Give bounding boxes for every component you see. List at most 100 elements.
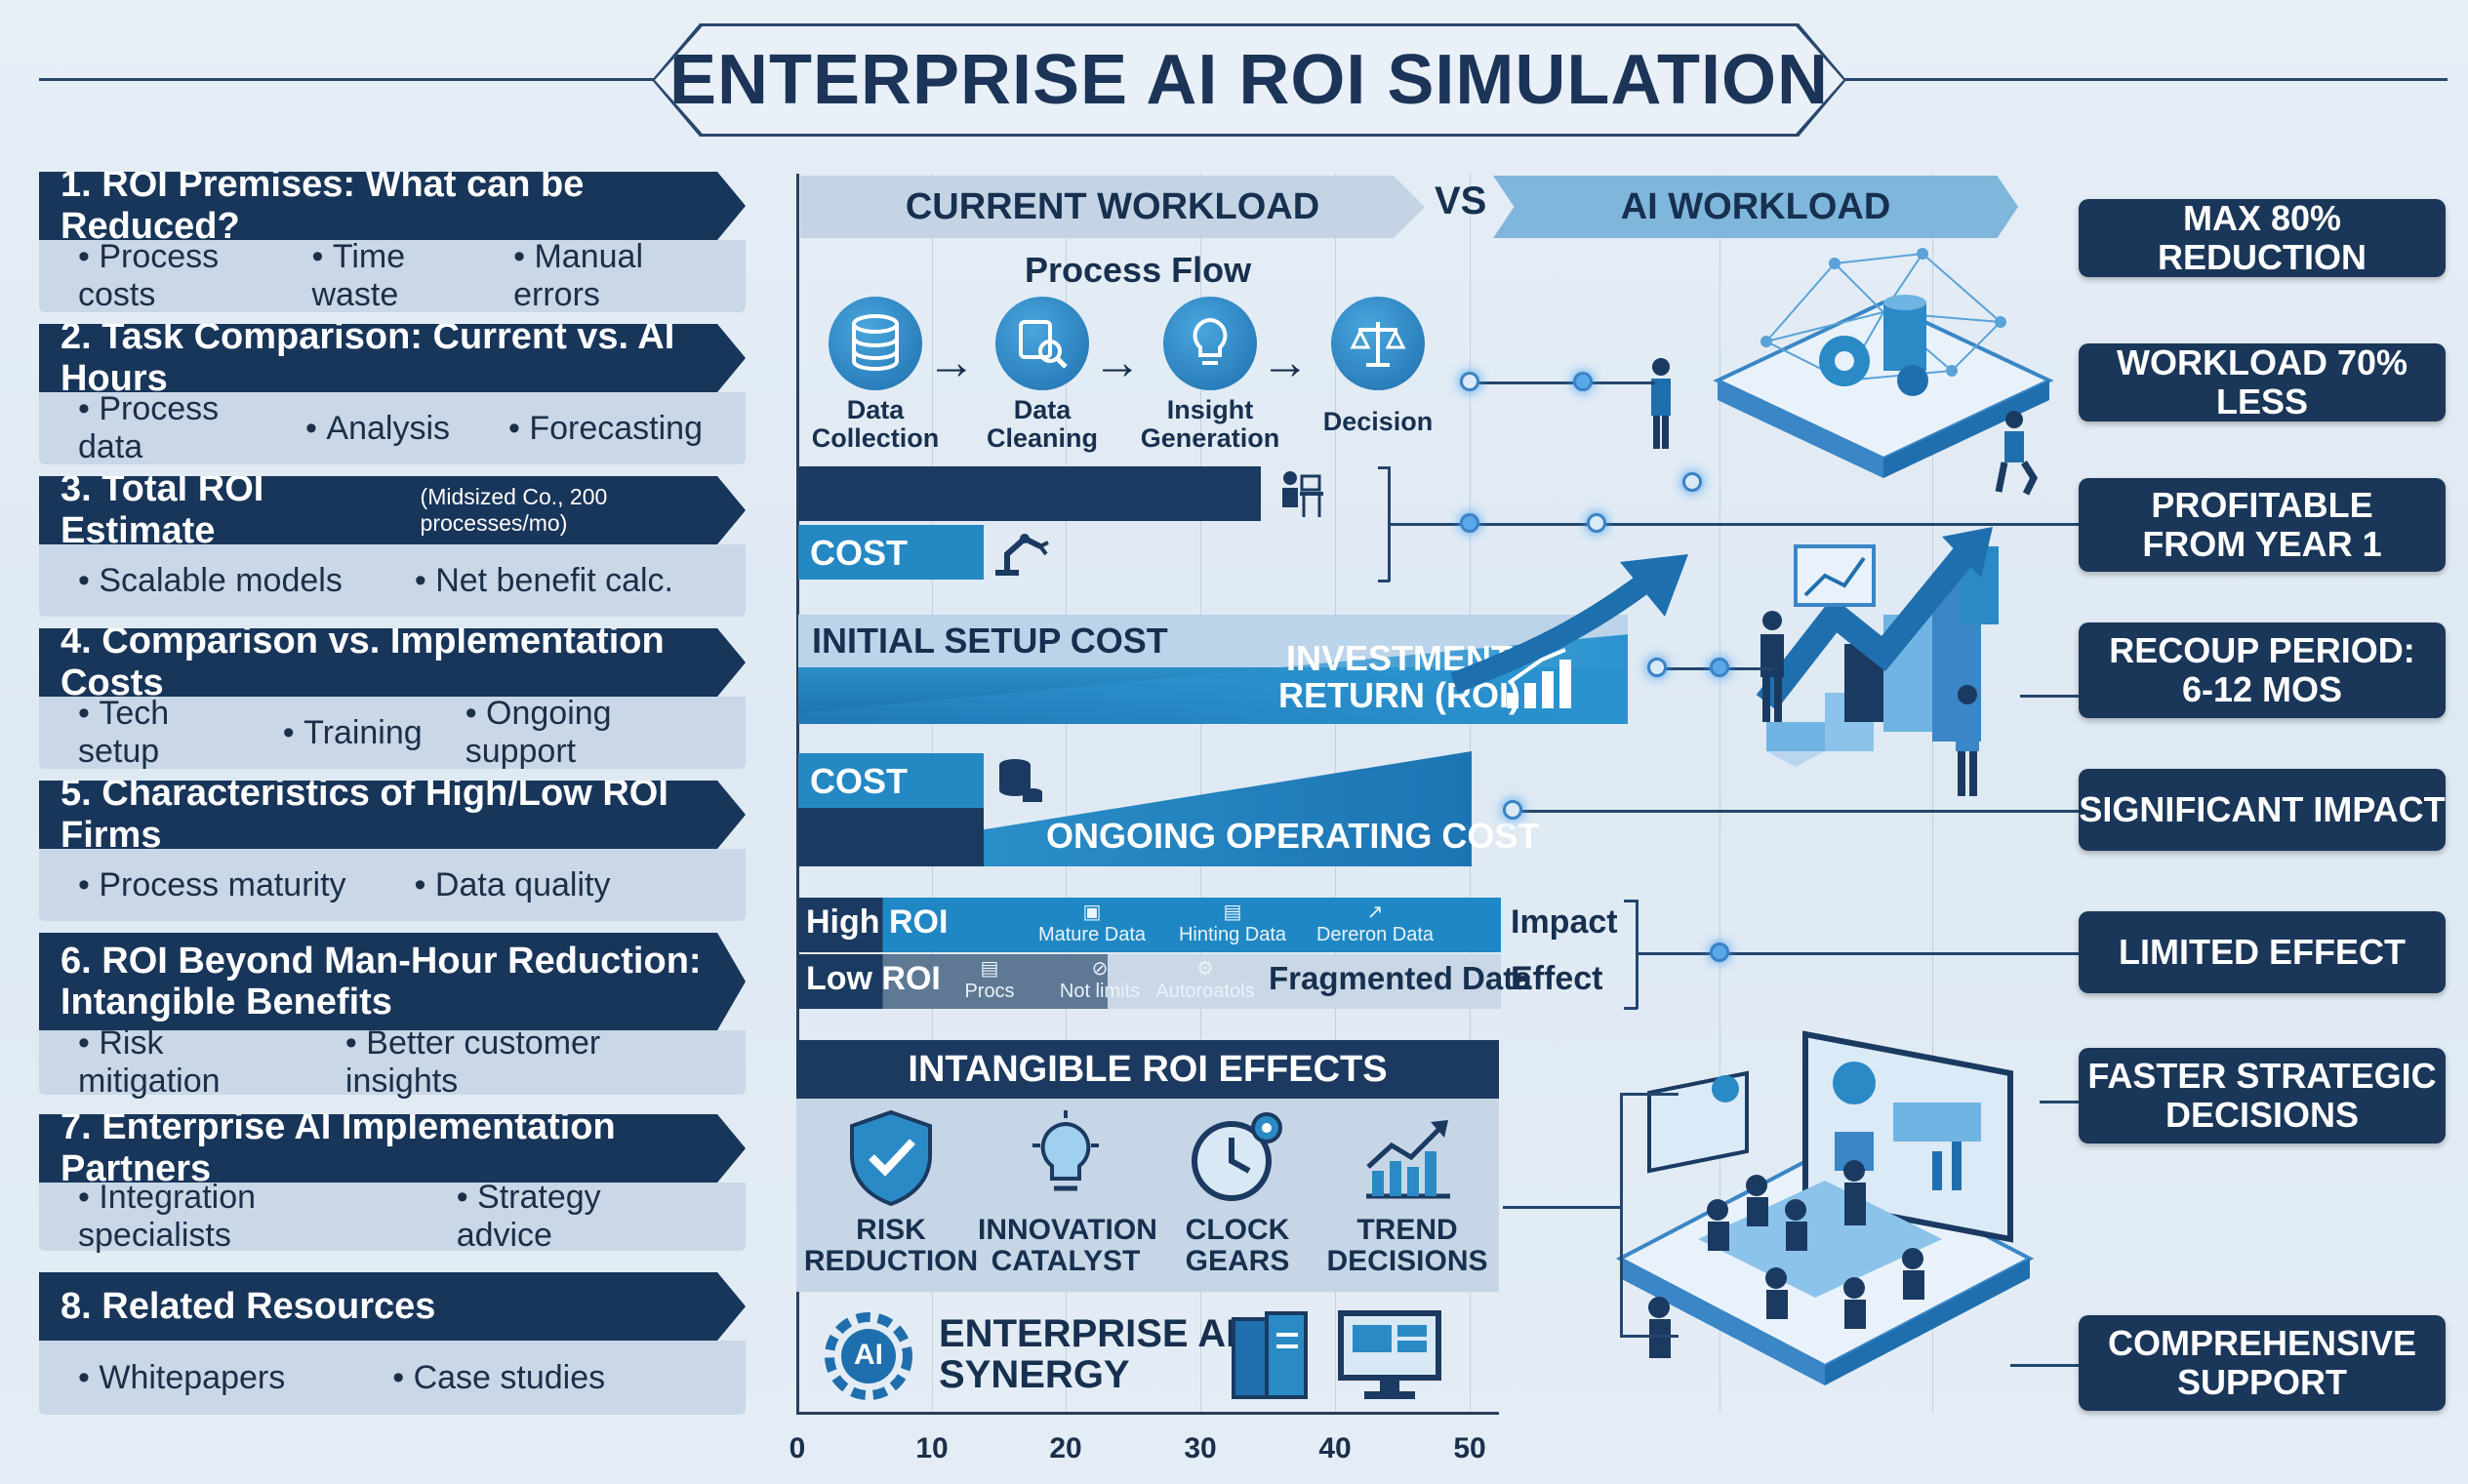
connector-dot — [1682, 472, 1702, 492]
flow-step-decision: Decision — [1290, 297, 1466, 436]
x-tick-label: 50 — [1453, 1432, 1486, 1464]
ai-workload-header: AI WORKLOAD — [1493, 176, 2018, 238]
pill-recoup-period: RECOUP PERIOD:6-12 MOS — [2079, 622, 2446, 718]
shield-check-icon — [803, 1108, 979, 1211]
ongoing-cost-bar-blue — [798, 753, 984, 808]
bracket-line — [1624, 900, 1638, 902]
connector-dot — [1587, 513, 1606, 533]
lightbulb-icon — [978, 1108, 1153, 1211]
section-heading: 6. ROI Beyond Man-Hour Reduction:Intangi… — [39, 933, 746, 1030]
gear-icon: ⚙ — [1196, 958, 1214, 980]
connector-line — [1620, 1093, 1679, 1096]
title-banner: ENTERPRISE AI ROI SIMULATION — [652, 23, 1846, 137]
section-implementation-partners: 7. Enterprise AI Implementation Partners… — [39, 1114, 746, 1254]
ai-chip-icon: AI — [820, 1307, 917, 1405]
list-item: Forecasting — [508, 410, 703, 448]
section-note: (Midsized Co., 200 processes/mo) — [420, 484, 608, 536]
section-heading: 4. Comparison vs. Implementation Costs — [39, 628, 746, 697]
flow-arrow-icon: → — [1261, 335, 1310, 389]
list-item: Scalable models — [78, 562, 342, 600]
section-roi-premises: 1. ROI Premises: What can be Reduced? Pr… — [39, 172, 746, 313]
procs-item: ▤Procs — [941, 956, 1038, 1003]
lightbulb-icon — [1163, 297, 1257, 390]
section-heading: 8. Related Resources — [39, 1272, 746, 1341]
ongoing-operating-cost-label: ONGOING OPERATING COST — [1046, 816, 1540, 856]
low-roi-label: Low ROI — [806, 960, 941, 997]
section-items: Risk mitigation Better customer insights — [39, 1024, 746, 1100]
section-high-low-roi: 5. Characteristics of High/Low ROI Firms… — [39, 781, 746, 921]
list-item: Integration specialists — [78, 1179, 414, 1255]
database-icon: ▣ — [1082, 902, 1102, 923]
growth-arrow-icon — [1444, 546, 1698, 698]
connector-line — [1470, 381, 1655, 384]
high-roi-row — [798, 898, 1501, 952]
bar-chart-icon — [1503, 644, 1591, 717]
robot-arm-icon — [990, 525, 1052, 584]
businessperson-icon — [1948, 683, 1987, 805]
connector-line — [2010, 1364, 2081, 1367]
current-workload-header: CURRENT WORKLOAD — [800, 176, 1425, 238]
pill-significant-impact: SIGNIFICANT IMPACT — [2079, 769, 2446, 851]
list-item: Time waste — [311, 238, 470, 314]
connector-line — [2020, 695, 2081, 698]
cost-label-2: COST — [810, 761, 909, 801]
bracket-line — [1378, 580, 1390, 582]
connector-dot — [1460, 513, 1479, 533]
cost-label: COST — [810, 533, 909, 573]
document-icon: ▤ — [980, 958, 999, 980]
low-roi-row — [798, 954, 1501, 1009]
autoroatols-item: ⚙Autoroatols — [1152, 956, 1259, 1003]
list-item: Better customer insights — [345, 1024, 703, 1101]
list-item: Training — [283, 714, 423, 752]
connector-dot — [1573, 372, 1593, 391]
magnifier-icon — [995, 297, 1089, 390]
pill-limited-effect: LIMITED EFFECT — [2079, 911, 2446, 993]
section-heading: 1. ROI Premises: What can be Reduced? — [39, 172, 746, 240]
section-items: Integration specialists Strategy advice — [39, 1179, 746, 1254]
list-item: Process maturity — [78, 866, 345, 904]
x-axis — [796, 1412, 1499, 1415]
connector-line — [2040, 1101, 2081, 1103]
meeting-room-illustration — [1610, 1015, 2040, 1410]
clock-gear-icon — [1150, 1108, 1325, 1211]
section-items: Whitepapers Case studies — [39, 1341, 746, 1415]
not-limits-item: ⊘Not limits — [1046, 956, 1153, 1003]
page-title: ENTERPRISE AI ROI SIMULATION — [655, 26, 1843, 134]
list-item: Strategy advice — [457, 1179, 703, 1255]
section-items: Process maturity Data quality — [39, 849, 746, 921]
ai-chip-label: AI — [854, 1339, 883, 1371]
trend-chart-icon — [1319, 1108, 1495, 1211]
gridline — [1066, 174, 1067, 1413]
list-item: Ongoing support — [465, 695, 703, 771]
scales-icon — [1331, 297, 1425, 390]
mature-data-item: ▣Mature Data — [1029, 900, 1155, 946]
connector-line — [1620, 1093, 1623, 1337]
connector-line — [1636, 952, 2081, 955]
list-item: Whitepapers — [78, 1359, 285, 1397]
list-item: Case studies — [392, 1359, 606, 1397]
x-tick-label: 20 — [1049, 1432, 1082, 1464]
list-item: Analysis — [305, 410, 450, 448]
title-rule-right — [1842, 78, 2448, 81]
connector-line — [1515, 810, 2081, 813]
bracket-line — [1624, 1007, 1638, 1010]
bracket-line — [1388, 466, 1391, 582]
section-items: Process costs Time waste Manual errors — [39, 238, 746, 314]
network-platform-illustration — [1698, 234, 2069, 493]
list-item: Manual errors — [513, 238, 703, 314]
gridline — [1932, 174, 1933, 1413]
